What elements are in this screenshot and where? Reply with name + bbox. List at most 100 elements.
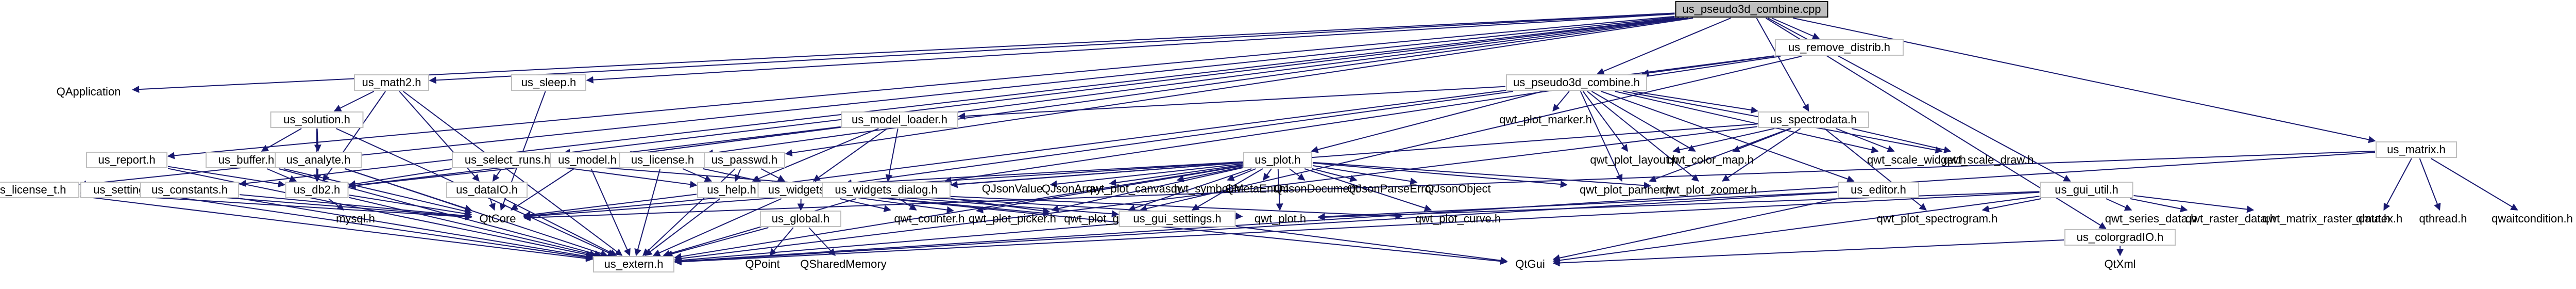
node-label: qwt_matrix_raster_data.h (2262, 212, 2390, 225)
node-solution[interactable]: us_solution.h (270, 111, 364, 128)
edge-editor-to-qwt_plot (1317, 191, 1838, 220)
edge-root-to-select_runs (563, 18, 1680, 156)
edge-plot-to-qjsonparseerror (1312, 168, 1358, 182)
edge-spectrodata-to-qwt_plot_panner (1649, 128, 1790, 183)
edge-spectrodata-to-qwt_plot_layout (1672, 128, 1775, 154)
node-label: qwt_scale_draw.h (1944, 153, 2034, 166)
edge-gui_settings-to-extern (674, 223, 1118, 264)
node-model-loader[interactable]: us_model_loader.h (841, 111, 958, 128)
node-label: us_matrix.h (2387, 143, 2446, 156)
node-qwt-plot-spectrogram: qwt_plot_spectrogram.h (1877, 212, 1998, 225)
node-passwd[interactable]: us_passwd.h (704, 152, 785, 168)
edge-help-to-qtcore (523, 194, 697, 219)
node-mysql: mysql.h (336, 212, 375, 225)
edge-solution-to-buffer (261, 128, 302, 152)
edge-pseudo3d-to-qwt_color_map (1591, 91, 1696, 152)
node-box (1118, 211, 1236, 227)
node-extern[interactable]: us_extern.h (593, 256, 674, 272)
node-constants[interactable]: us_constants.h (140, 182, 239, 198)
edge-widgets_dialog-to-qwt_counter (899, 198, 917, 211)
edge-model_loader-to-help (752, 128, 879, 182)
edge-plot-to-qwt_plot_panner (1312, 162, 1568, 188)
node-qjsonarray: QJsonArray (1042, 182, 1101, 195)
edge-global-to-qsharedmemory (808, 227, 836, 256)
node-help[interactable]: us_help.h (697, 182, 766, 198)
node-license-t[interactable]: us_license_t.h (0, 182, 79, 198)
edge-widgets-to-qtgui (845, 194, 1508, 265)
edge-plot-to-qmetaenum (1263, 168, 1272, 181)
node-label: qwt_plot_picker.h (969, 212, 1056, 225)
edge-math2-to-solution (333, 91, 375, 111)
edge-plot-to-qwt_plot (1276, 168, 1283, 211)
node-select-runs[interactable]: us_select_runs.h (452, 152, 563, 168)
node-model[interactable]: us_model.h (550, 152, 625, 168)
edge-root-to-license (706, 18, 1689, 157)
node-root: us_pseudo3d_combine.cpp (1675, 1, 1828, 18)
edge-gui_util-to-qwt_matrix_raster_data (2133, 195, 2255, 213)
node-label: qwt_plot_spectrogram.h (1877, 212, 1998, 225)
edge-root-to-sleep (586, 13, 1675, 84)
node-label: qwt_plot_zoomer.h (1662, 183, 1757, 196)
edge-plot-to-qjsondocument (1289, 168, 1306, 181)
edge-analyte-to-qtcore (345, 168, 472, 212)
edge-plot-to-extern (674, 165, 1243, 260)
node-box (822, 182, 951, 198)
edge-editor-to-qtgui (1552, 198, 1838, 262)
node-box (550, 152, 625, 168)
node-spectrodata[interactable]: us_spectrodata.h (1758, 111, 1869, 128)
edge-report-to-extern (167, 168, 594, 258)
node-label: QSharedMemory (800, 258, 887, 270)
node-remove-distrib[interactable]: us_remove_distrib.h (1775, 39, 1904, 56)
node-global[interactable]: us_global.h (760, 211, 841, 227)
node-box (446, 182, 528, 198)
edge-license-to-extern (634, 168, 661, 256)
edge-license_t-to-extern (79, 195, 594, 262)
node-qthread: qthread.h (2419, 212, 2467, 225)
node-qwt-plot: qwt_plot.h (1255, 212, 1306, 225)
node-plot[interactable]: us_plot.h (1243, 152, 1312, 168)
node-label: us_report.h (98, 153, 155, 166)
node-sleep[interactable]: us_sleep.h (511, 74, 586, 91)
node-box (2040, 182, 2133, 198)
node-qapplication: QApplication (57, 85, 121, 98)
node-label: mysql.h (336, 212, 375, 225)
node-math2[interactable]: us_math2.h (354, 74, 429, 91)
node-dataio[interactable]: us_dataIO.h (446, 182, 528, 198)
node-buffer[interactable]: us_buffer.h (206, 152, 287, 168)
node-box (704, 152, 785, 168)
edge-spectrodata-to-qwt_plot_zoomer (1722, 128, 1801, 182)
node-qwt-color-map: qwt_color_map.h (1667, 153, 1754, 166)
node-label: QJsonDocument (1274, 182, 1359, 195)
node-gui-util[interactable]: us_gui_util.h (2040, 182, 2133, 198)
node-pseudo3d[interactable]: us_pseudo3d_combine.h (1506, 74, 1647, 91)
node-label: us_model.h (558, 153, 617, 166)
node-label: us_editor.h (1851, 183, 1906, 196)
node-qwt-plot-marker: qwt_plot_marker.h (1499, 113, 1592, 126)
node-db2[interactable]: us_db2.h (285, 182, 349, 198)
edge-gui_util-to-qwt_plot_spectrogram (1981, 198, 2042, 213)
node-box (2376, 141, 2457, 158)
node-report[interactable]: us_report.h (86, 152, 167, 168)
node-label: qwt_scale_widget.h (1867, 153, 1966, 166)
node-qwt-plot-curve: qwt_plot_curve.h (1415, 212, 1501, 225)
edge-pseudo3d-to-model_loader (958, 86, 1506, 120)
node-qwt-plot-zoomer: qwt_plot_zoomer.h (1662, 183, 1757, 196)
node-colorgradio[interactable]: us_colorgradIO.h (2064, 229, 2176, 246)
node-qsharedmemory: QSharedMemory (800, 258, 887, 270)
node-qwt-plot-panner: qwt_plot_panner.h (1580, 183, 1672, 196)
edge-root-to-remove_distrib (1771, 18, 1820, 40)
edge-plot-to-qwt_plot_picker (1051, 167, 1243, 213)
node-gui-settings[interactable]: us_gui_settings.h (1118, 211, 1236, 227)
edge-plot-to-qjsonarray (1109, 164, 1243, 186)
node-editor[interactable]: us_editor.h (1838, 182, 1919, 198)
node-qmetaenum: QMetaEnum (1225, 182, 1289, 195)
node-analyte[interactable]: us_analyte.h (275, 152, 362, 168)
node-box (619, 152, 706, 168)
node-matrix[interactable]: us_matrix.h (2376, 141, 2457, 158)
node-widgets-dialog[interactable]: us_widgets_dialog.h (822, 182, 951, 198)
node-label: qwt_counter.h (894, 212, 965, 225)
node-license[interactable]: us_license.h (619, 152, 706, 168)
node-qpoint: QPoint (745, 258, 779, 270)
